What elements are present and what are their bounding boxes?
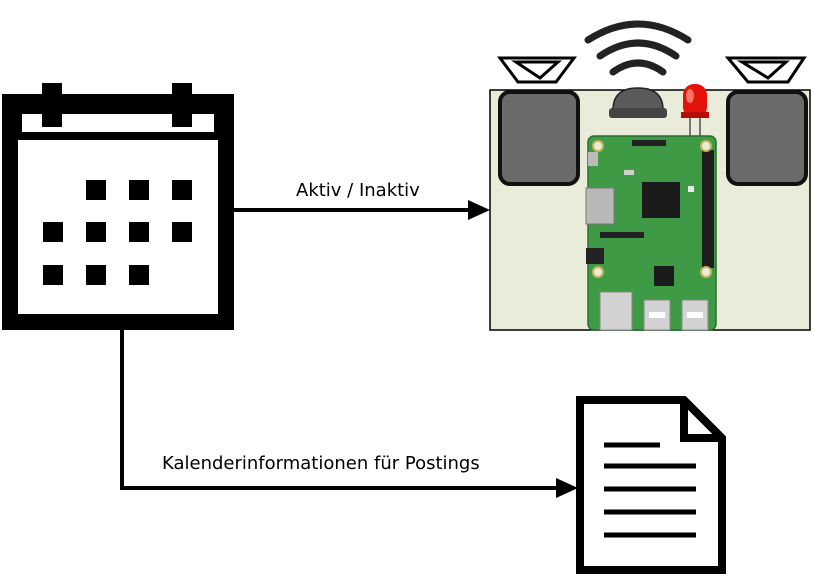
speaker-right-icon <box>726 90 808 186</box>
wifi-icon <box>584 20 692 76</box>
edge-calendar-to-document <box>120 330 578 498</box>
raspberry-pi-device-icon <box>489 20 811 331</box>
speaker-cone-right-icon <box>724 56 807 84</box>
raspberry-pi-board-icon <box>585 135 717 331</box>
document-icon <box>576 396 726 574</box>
edge-label-aktiv-inaktiv: Aktiv / Inaktiv <box>296 180 420 201</box>
calendar-icon <box>2 83 234 330</box>
edge-calendar-to-device <box>234 200 490 220</box>
speaker-left-icon <box>498 90 580 186</box>
speaker-cone-left-icon <box>497 56 577 84</box>
sensor-icon <box>609 87 667 118</box>
edge-label-kalenderinformationen: Kalenderinformationen für Postings <box>162 453 480 474</box>
